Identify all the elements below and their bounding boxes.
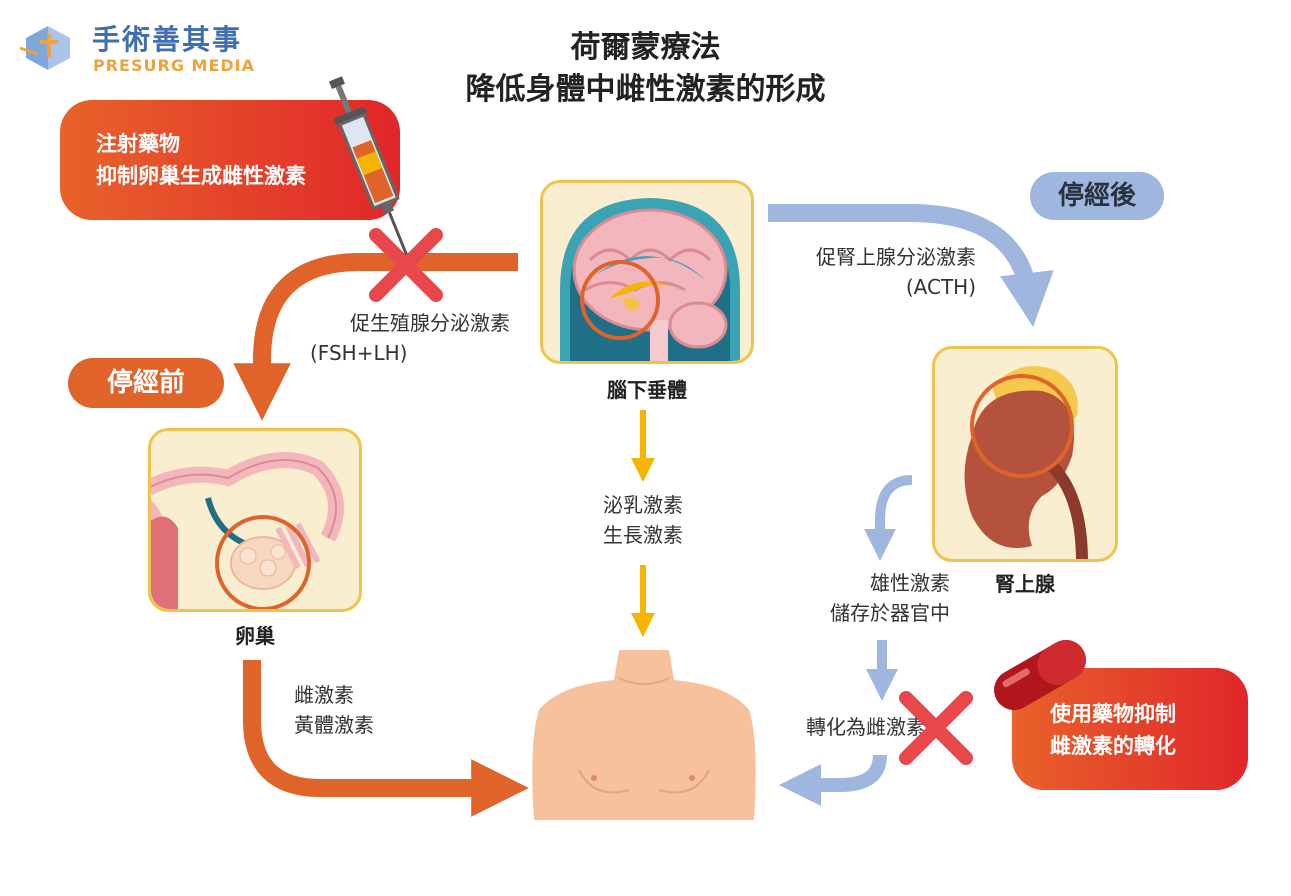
logo-icon [19,26,70,70]
pituitary-label: 腦下垂體 [607,378,687,402]
injection-callout-line2: 抑制卵巢生成雌性激素 [96,164,306,188]
postmenopause-badge: 停經後 [1030,172,1164,220]
kidney-icon [964,366,1088,559]
acth-label: 促腎上腺分泌激素 (ACTH) [770,242,976,302]
prolactin-label-line2: 生長激素 [603,523,683,547]
page-title-line1: 荷爾蒙療法 [570,30,721,65]
ovarian-hormones-line2: 黃體激素 [294,713,374,737]
drug-callout-line2: 雌激素的轉化 [1050,734,1176,758]
cross-icon [369,228,443,302]
drug-callout: 使用藥物抑制 雌激素的轉化 [1012,668,1248,790]
androgen-label-line1: 雄性激素 [870,571,950,595]
acth-label-line1: 促腎上腺分泌激素 [816,245,976,269]
drug-callout-line1: 使用藥物抑制 [1050,702,1176,726]
logo-name-zh: 手術善其事 [92,23,243,56]
brain-icon [560,198,740,361]
gonadotropin-label-line1: 促生殖腺分泌激素 [350,311,510,335]
arrow-pituitary-to-ovary [233,253,518,421]
androgen-label-line2: 儲存於器官中 [830,601,950,625]
acth-label-line2: (ACTH) [905,275,976,299]
page-title-line2: 降低身體中雌性激素的形成 [465,72,826,107]
conversion-label: 轉化為雌激素 [806,715,926,739]
capsule-icon [994,640,1086,711]
arrow-ovary-to-torso [243,660,529,817]
logo-name-en: PRESURG MEDIA [93,56,255,75]
arrow-conversion-to-torso [779,754,887,806]
ovarian-hormones-label: 雌激素 黃體激素 [294,680,434,740]
ovary-icon [151,452,344,609]
gonadotropin-label: 促生殖腺分泌激素 (FSH+LH) [290,308,510,368]
injection-callout-line1: 注射藥物 [96,132,180,156]
androgen-label: 雄性激素 儲存於器官中 [760,568,950,628]
ovary-label: 卵巢 [235,624,275,648]
prolactin-label-line1: 泌乳激素 [603,493,683,517]
cross-icon [899,691,973,765]
premenopause-badge: 停經前 [68,358,224,408]
arrow-adrenal-to-androgen [863,475,913,562]
gonadotropin-label-line2: (FSH+LH) [310,341,408,365]
torso-icon [532,650,756,820]
arrow-pituitary-to-adrenal [768,204,1054,327]
ovarian-hormones-line1: 雌激素 [294,683,354,707]
prolactin-label: 泌乳激素 生長激素 [563,490,723,550]
syringe-icon [328,76,416,275]
adrenal-label: 腎上腺 [995,572,1055,596]
